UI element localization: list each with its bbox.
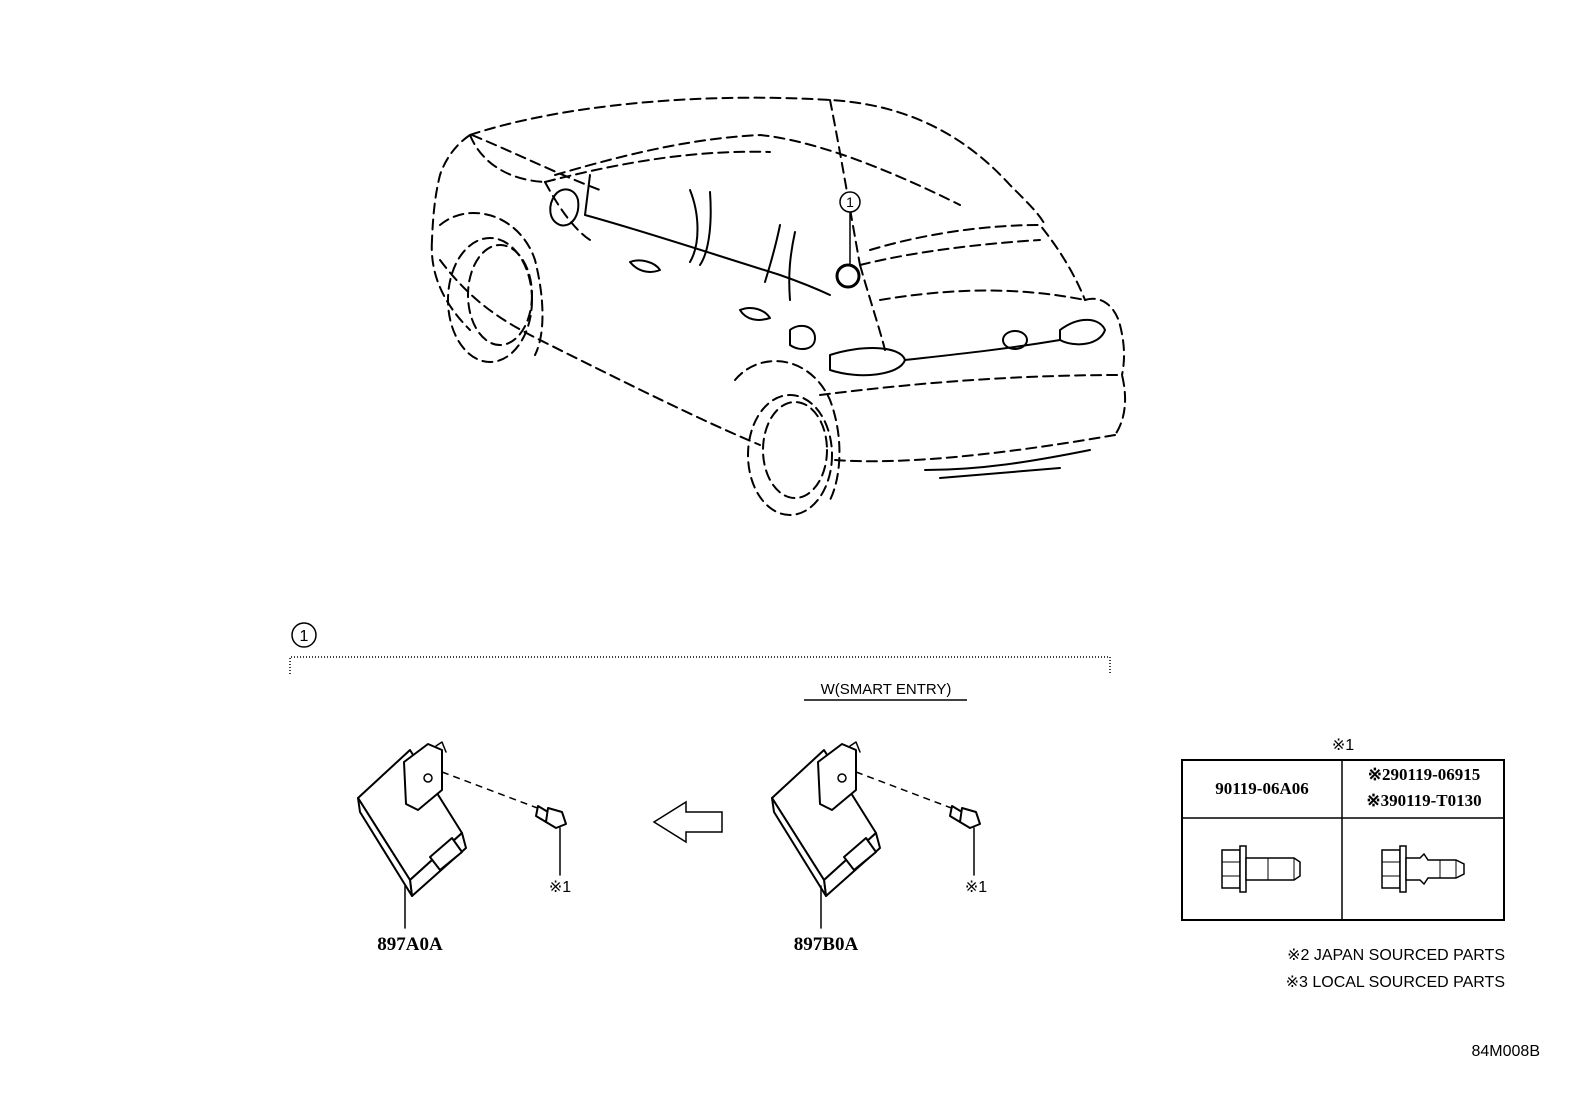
vehicle-illustration: 1 — [430, 96, 1127, 516]
note-local-sourced: ※3 LOCAL SOURCED PARTS — [1286, 974, 1505, 991]
bolt-left: ※1 — [441, 771, 571, 896]
bolt-part-left: 90119-06A06 — [1215, 779, 1309, 798]
control-unit-right: 897B0A — [771, 741, 881, 955]
drawing-code: 84M008B — [1472, 1043, 1541, 1060]
part-number-left-unit: 897A0A — [377, 934, 443, 955]
callout-circle-group — [291, 622, 317, 648]
bolt-table-title: ※1 — [1332, 737, 1354, 754]
variant-label: W(SMART ENTRY) — [821, 681, 952, 698]
callout-number-group: 1 — [300, 628, 309, 645]
bolt-part-right-2: ※390119-T0130 — [1366, 791, 1481, 810]
bolt-table: ※1 90119-06A06 ※290119-06915 ※390119-T01… — [1181, 737, 1505, 921]
bolt-drawing-left — [1221, 845, 1301, 893]
bolt-right: ※1 — [855, 771, 987, 896]
callout-number-vehicle: 1 — [846, 194, 854, 210]
group-bracket: 1 — [289, 622, 1111, 674]
control-unit-left: 897A0A — [357, 741, 467, 955]
bolt-part-right-1: ※290119-06915 — [1368, 765, 1480, 784]
replacement-arrow — [652, 800, 723, 844]
bolt-mark-right: ※1 — [965, 879, 987, 896]
part-number-right-unit: 897B0A — [794, 934, 859, 955]
note-japan-sourced: ※2 JAPAN SOURCED PARTS — [1287, 947, 1505, 964]
callout-circle-vehicle — [839, 191, 861, 213]
bolt-mark-left: ※1 — [549, 879, 571, 896]
bolt-drawing-right — [1381, 845, 1465, 893]
